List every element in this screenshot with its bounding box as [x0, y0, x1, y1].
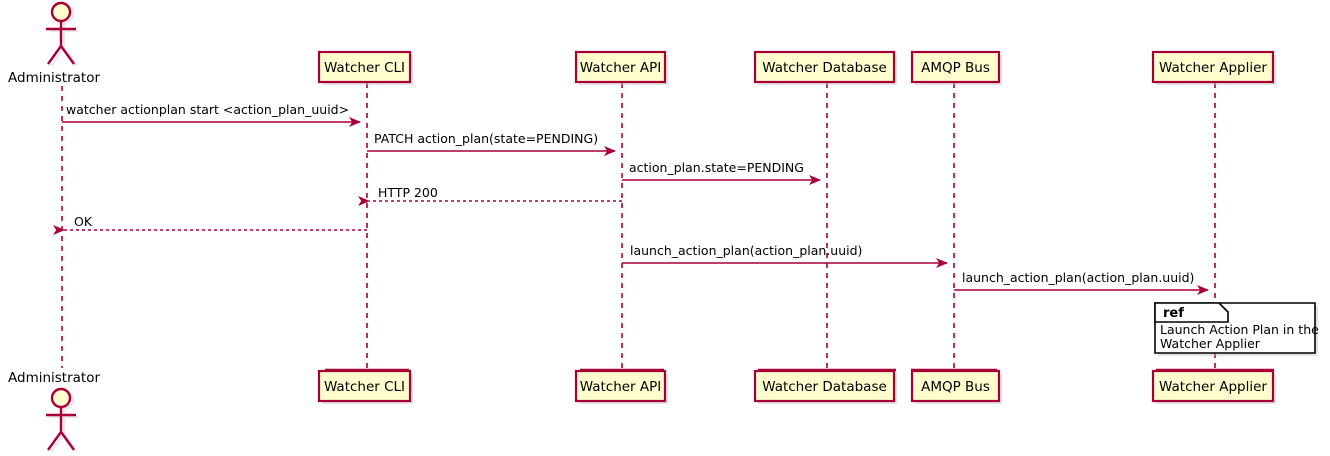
participant-label-watcher-cli-top: Watcher CLI	[324, 60, 405, 76]
participant-box-watcher-database-top[interactable]: Watcher Database	[753, 50, 897, 85]
actor-label-administrator-bottom: Administrator	[8, 370, 100, 386]
message-4-http-200[interactable]: HTTP 200	[358, 185, 622, 206]
message-6-launch-action-plan-to-amqp[interactable]: launch_action_plan(action_plan.uuid)	[622, 243, 948, 268]
message-3-action-plan-state-pending[interactable]: action_plan.state=PENDING	[622, 160, 821, 185]
participant-box-watcher-api-bottom[interactable]: Watcher API	[574, 369, 668, 404]
actor-administrator-bottom[interactable]: Administrator	[8, 370, 100, 453]
participant-label-amqp-bus-bottom: AMQP Bus	[921, 379, 990, 395]
participant-box-watcher-database-bottom[interactable]: Watcher Database	[753, 369, 897, 404]
message-5-ok[interactable]: OK	[53, 214, 367, 235]
participant-box-watcher-cli-bottom[interactable]: Watcher CLI	[317, 369, 413, 404]
ref-fragment-body-line-2: Watcher Applier	[1160, 336, 1261, 351]
lifelines-group	[61, 83, 1274, 372]
participant-box-watcher-applier-top[interactable]: Watcher Applier	[1151, 50, 1276, 85]
participant-box-watcher-applier-bottom[interactable]: Watcher Applier	[1151, 369, 1276, 404]
participant-label-watcher-applier-top: Watcher Applier	[1159, 60, 1267, 76]
participant-label-watcher-applier-bottom: Watcher Applier	[1159, 379, 1267, 395]
participant-box-amqp-bus-bottom[interactable]: AMQP Bus	[910, 369, 1002, 404]
participant-label-watcher-api-bottom: Watcher API	[580, 379, 662, 395]
message-label-7: launch_action_plan(action_plan.uuid)	[962, 270, 1194, 285]
ref-fragment-body-line-1: Launch Action Plan in the	[1160, 322, 1319, 337]
message-label-1: watcher actionplan start <action_plan_uu…	[66, 102, 349, 117]
participant-label-watcher-database-bottom: Watcher Database	[762, 379, 887, 395]
message-2-patch-action-plan[interactable]: PATCH action_plan(state=PENDING)	[367, 131, 616, 156]
actor-administrator-top[interactable]: Administrator	[8, 1, 100, 86]
message-7-launch-action-plan-to-applier[interactable]: launch_action_plan(action_plan.uuid)	[954, 270, 1209, 295]
participant-label-watcher-database-top: Watcher Database	[762, 60, 887, 76]
actor-stick-figure-icon	[49, 3, 79, 67]
ref-fragment-tab-label: ref	[1163, 306, 1184, 321]
participant-box-watcher-api-top[interactable]: Watcher API	[574, 50, 668, 85]
message-label-5: OK	[74, 214, 93, 229]
message-label-6: launch_action_plan(action_plan.uuid)	[630, 243, 862, 258]
ref-fragment[interactable]: ref Launch Action Plan in the Watcher Ap…	[1154, 302, 1319, 356]
message-label-3: action_plan.state=PENDING	[629, 160, 804, 175]
participant-box-amqp-bus-top[interactable]: AMQP Bus	[910, 50, 1002, 85]
message-label-4: HTTP 200	[378, 185, 438, 200]
message-label-2: PATCH action_plan(state=PENDING)	[374, 131, 598, 146]
actor-label-administrator-top: Administrator	[8, 70, 100, 86]
actor-stick-figure-icon	[46, 387, 76, 451]
participant-label-watcher-api-top: Watcher API	[580, 60, 662, 76]
participant-label-amqp-bus-top: AMQP Bus	[921, 60, 990, 76]
participant-label-watcher-cli-bottom: Watcher CLI	[324, 379, 405, 395]
actor-stick-figure-icon	[46, 1, 76, 65]
message-1-watcher-actionplan-start[interactable]: watcher actionplan start <action_plan_uu…	[62, 102, 361, 127]
participant-box-watcher-cli-top[interactable]: Watcher CLI	[317, 50, 413, 85]
